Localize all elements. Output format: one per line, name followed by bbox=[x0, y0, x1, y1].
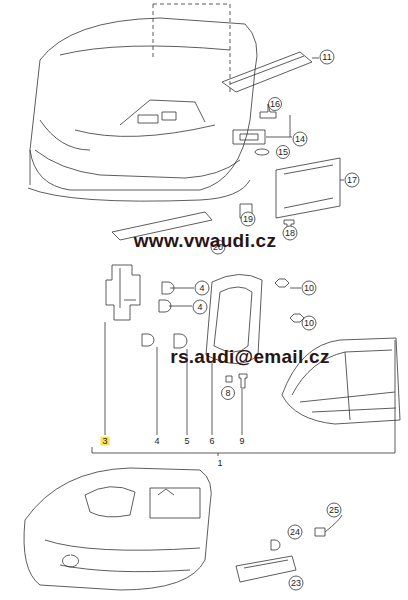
callout-number: 4 bbox=[197, 303, 202, 312]
callout-number: 19 bbox=[243, 215, 253, 224]
callout-number: 10 bbox=[304, 319, 314, 328]
watermark: www.vwaudi.cz bbox=[134, 231, 277, 250]
callout-number: 4 bbox=[154, 437, 159, 446]
callout-number: 6 bbox=[209, 437, 214, 446]
callout-number: 9 bbox=[239, 437, 244, 446]
watermark: rs.audi@email.cz bbox=[170, 347, 330, 366]
callout-number: 25 bbox=[329, 506, 339, 515]
callout-number: 5 bbox=[184, 437, 189, 446]
callout-number: 15 bbox=[278, 148, 288, 157]
callout-number: 8 bbox=[225, 389, 230, 398]
callout-number: 1 bbox=[217, 459, 222, 468]
callout-number: 3 bbox=[100, 437, 109, 446]
callout-number: 23 bbox=[291, 579, 301, 588]
callout-number: 10 bbox=[304, 284, 314, 293]
callout-number: 24 bbox=[290, 528, 300, 537]
callout-number: 14 bbox=[295, 135, 305, 144]
callout-number: 16 bbox=[270, 100, 280, 109]
callout-number: 18 bbox=[285, 229, 295, 238]
callout-number: 11 bbox=[322, 53, 331, 62]
callout-number: 17 bbox=[347, 176, 357, 185]
callout-number: 4 bbox=[199, 284, 204, 293]
